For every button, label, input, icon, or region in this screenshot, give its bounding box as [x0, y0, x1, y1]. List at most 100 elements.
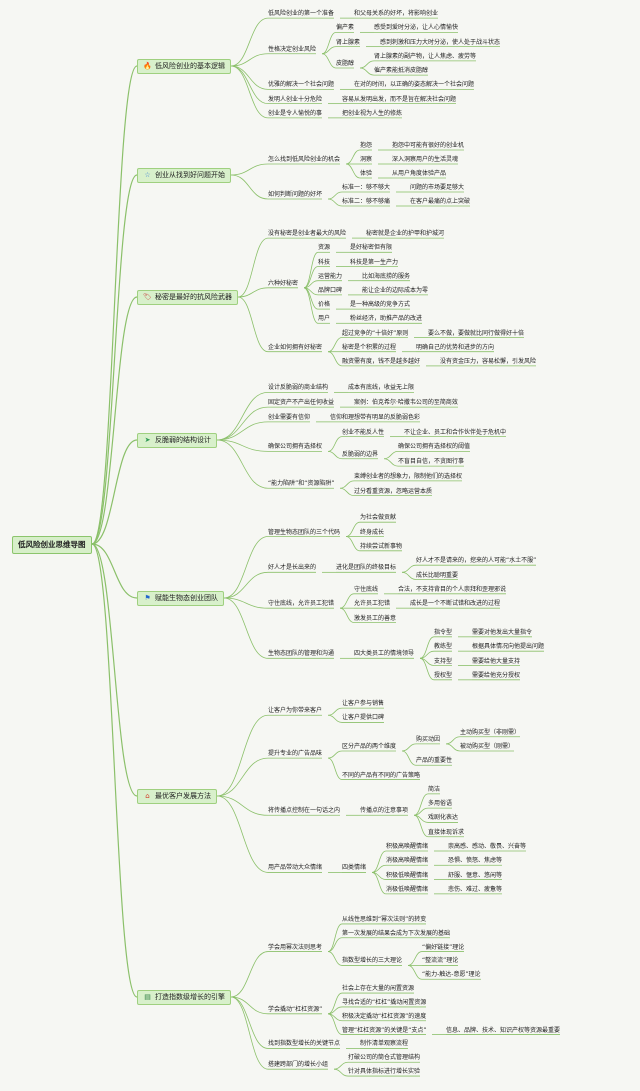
mindmap-node[interactable]: 信仰和理想带有明显的反脆弱色彩 — [330, 413, 421, 421]
mindmap-node[interactable]: 激发员工的善意 — [354, 614, 397, 622]
mindmap-node[interactable]: 皮脂醇 — [336, 60, 355, 67]
mindmap-node[interactable]: 提升专业的广告品味 — [268, 750, 323, 758]
mindmap-node[interactable]: 恐惧、愤怒、焦虑等 — [448, 857, 503, 865]
mindmap-node[interactable]: 和父母关系的好坏，将影响创业 — [354, 10, 439, 18]
mindmap-node[interactable]: 低风险创业的第一个准备 — [268, 10, 335, 18]
mindmap-node[interactable]: 教练型 — [434, 643, 453, 651]
mindmap-node[interactable]: 寻找合适的“杠杠”撬动闲置资源 — [342, 998, 427, 1006]
mindmap-node[interactable]: 如何判断问题的好坏 — [268, 191, 323, 198]
mindmap-node[interactable]: 感到刺激和压力大时分泌，使人处于战斗状态 — [380, 38, 501, 46]
mindmap-node[interactable]: 深入洞察用户的生活灵魂 — [392, 156, 459, 163]
mindmap-node[interactable]: 简洁 — [428, 785, 441, 793]
mindmap-node[interactable]: 消极低唤醒情绪 — [386, 885, 429, 893]
mindmap-node[interactable]: 舒服、惬意、悠闲等 — [448, 871, 503, 879]
mindmap-node[interactable]: 资源 — [318, 244, 331, 252]
mindmap-node[interactable]: 成本有底线，收益无上限 — [348, 384, 415, 392]
mindmap-node[interactable]: 过分看重资源，忽略运营本质 — [354, 487, 433, 495]
mindmap-node[interactable]: 运营能力 — [318, 272, 343, 280]
mindmap-node[interactable]: 被动购买型（刚需） — [460, 743, 515, 750]
mindmap-node[interactable]: 守住底线，允许员工犯错 — [268, 600, 335, 608]
mindmap-node[interactable]: 生物态团队的管理和沟通 — [268, 650, 335, 658]
mindmap-node[interactable]: 优雅的解决一个社会问题 — [268, 81, 335, 89]
mindmap-node[interactable]: 明确自己的优势和进步的方向 — [416, 343, 495, 351]
mindmap-node[interactable]: 社会上存在大量的闲置资源 — [342, 985, 415, 993]
mindmap-node[interactable]: 没有资金压力，容易松懈，引发风险 — [440, 357, 537, 365]
mindmap-node[interactable]: 需要给他大量支持 — [472, 657, 521, 665]
mindmap-node[interactable]: 积极低唤醒情绪 — [386, 871, 429, 879]
mindmap-node[interactable]: 不盲目自信，不贪图行事 — [398, 458, 465, 466]
mindmap-node[interactable]: 好人才是长出来的 — [268, 564, 317, 572]
mindmap-node[interactable]: 确保公司拥有选择权的阈值 — [398, 443, 471, 451]
mindmap-node[interactable]: 性格决定创业风险 — [268, 45, 317, 53]
mindmap-node[interactable]: 反脆弱的边界 — [342, 450, 379, 458]
mindmap-node[interactable]: 从线性思维到“幂次法则”的转变 — [342, 915, 427, 923]
mindmap-node[interactable]: 针对具体指标进行增长实验 — [348, 1068, 421, 1076]
mindmap-node[interactable]: 能让企业的边际成本为零 — [362, 286, 429, 294]
mindmap-node[interactable]: 用户 — [318, 315, 331, 323]
mindmap-node[interactable]: 标准二：够不够痛 — [342, 198, 391, 205]
mindmap-node[interactable]: 没有秘密是创业者最大的风险 — [268, 230, 347, 238]
mindmap-node[interactable]: 问题的市场要足够大 — [410, 184, 465, 191]
mindmap-node[interactable]: 崇高感、感动、敬畏、兴奋等 — [448, 843, 527, 850]
mindmap-node[interactable]: 创业不能反人性 — [342, 428, 385, 436]
root-node[interactable]: 低风险创业思维导图 — [12, 536, 92, 554]
mindmap-node[interactable]: 价格 — [318, 301, 331, 309]
mindmap-node[interactable]: 超过竞争的“十倍好”原则 — [342, 329, 409, 337]
mindmap-node[interactable]: 持续尝试新事物 — [360, 542, 403, 550]
mindmap-node[interactable]: 直接体现诉求 — [428, 828, 465, 836]
mindmap-node[interactable]: “能力-触达-意愿”理论 — [422, 971, 481, 979]
mindmap-node[interactable]: 进化是团队的终极目标 — [336, 564, 397, 572]
mindmap-node[interactable]: 区分产品的两个维度 — [342, 743, 397, 750]
mindmap-node[interactable]: 把创业视为人生的修炼 — [342, 109, 403, 117]
mindmap-node[interactable]: 不让企业、员工和合作伙伴处于危机中 — [404, 428, 507, 436]
mindmap-node[interactable]: 学会用幂次法则思考 — [268, 943, 323, 951]
mindmap-node[interactable]: 传播点的注意事项 — [360, 807, 409, 815]
mindmap-node[interactable]: 指令型 — [434, 628, 453, 636]
mindmap-node[interactable]: 管理生物态团队的三个代码 — [268, 528, 341, 536]
mindmap-node[interactable]: 信息、品牌、技术、知识产权等资源最重要 — [446, 1026, 561, 1034]
mindmap-node[interactable]: 在对的时间，以正确的姿态解决一个社会问题 — [354, 81, 475, 89]
mindmap-node[interactable]: “整流流”理论 — [422, 957, 459, 965]
mindmap-node[interactable]: 洞察 — [360, 156, 373, 163]
mindmap-node[interactable]: 科技是第一生产力 — [350, 258, 399, 266]
mindmap-node[interactable]: 容易从发明出发，而不是旨在解决社会问题 — [342, 95, 457, 103]
mindmap-node[interactable]: 催产素能抵消皮脂醇 — [374, 67, 429, 75]
mindmap-node[interactable]: 戏剧化表达 — [428, 814, 459, 822]
mindmap-node[interactable]: 企业如何拥有好秘密 — [268, 343, 323, 351]
mindmap-node[interactable]: 好人才不是请来的，挖来的人可能“水土不服” — [416, 557, 537, 565]
mindmap-node[interactable]: 根据具体情况向他提出问题 — [472, 643, 545, 651]
mindmap-node[interactable]: 融资需有度，钱不是越多越好 — [342, 357, 421, 365]
mindmap-node[interactable]: 允许员工犯错 — [354, 600, 391, 608]
mindmap-node[interactable]: 四类情绪 — [342, 864, 367, 872]
mindmap-node[interactable]: 怎么找到低风险创业的机会 — [268, 156, 341, 163]
mindmap-node[interactable]: 制作清单观察流程 — [360, 1040, 409, 1048]
mindmap-node[interactable]: 将传播点控制在一句话之内 — [268, 807, 341, 815]
mindmap-node[interactable]: 设计反脆弱的商业结构 — [268, 384, 329, 392]
mindmap-node[interactable]: 发明人创业十分危险 — [268, 95, 323, 103]
mindmap-node[interactable]: 搭建跨部门的增长小组 — [268, 1061, 329, 1069]
mindmap-node[interactable]: 主动购买型（非刚需） — [460, 728, 521, 736]
mindmap-node[interactable]: 合法，不支持背目的个人崇拜和歪理邪说 — [398, 585, 507, 593]
mindmap-node[interactable]: 守住底线 — [354, 585, 379, 593]
mindmap-node[interactable]: 四大类员工的情境领导 — [354, 650, 415, 658]
mindmap-node[interactable]: 学会撬动“杠杠资源” — [268, 1005, 323, 1013]
mindmap-node[interactable]: 标准一：够不够大 — [342, 184, 391, 191]
mindmap-node[interactable]: 肾上腺素 — [336, 38, 361, 46]
mindmap-node[interactable]: 六种好秘密 — [268, 279, 299, 287]
mindmap-node[interactable]: 固定资产不产出任何收益 — [268, 399, 335, 407]
mindmap-node[interactable]: 找到指数型增长的关键节点 — [268, 1040, 341, 1048]
mindmap-node[interactable]: 不同的产品有不同的广告策略 — [342, 771, 421, 779]
branch-1[interactable]: 🔥低风险创业的基本逻辑 — [137, 59, 231, 74]
mindmap-node[interactable]: 创业需要有信仰 — [268, 413, 311, 421]
mindmap-node[interactable]: 多用俗语 — [428, 800, 453, 808]
mindmap-node[interactable]: 从用户角度体验产品 — [392, 170, 447, 177]
mindmap-node[interactable]: “偏好链接”理论 — [422, 943, 465, 951]
mindmap-node[interactable]: 偏产素 — [336, 24, 355, 32]
mindmap-node[interactable]: 让客户为你带来客户 — [268, 707, 323, 715]
mindmap-node[interactable]: 用产品带动大众情绪 — [268, 864, 323, 872]
branch-2[interactable]: ☆创业从找到好问题开始 — [137, 168, 231, 183]
mindmap-node[interactable]: 购买动因 — [416, 735, 441, 743]
mindmap-node[interactable]: 管理“杠杠资源”的关键是“支点” — [342, 1026, 427, 1034]
mindmap-node[interactable]: 束缚创业者的想象力，限制他们的选择权 — [354, 472, 463, 480]
mindmap-node[interactable]: 是好秘密但有限 — [350, 244, 393, 252]
